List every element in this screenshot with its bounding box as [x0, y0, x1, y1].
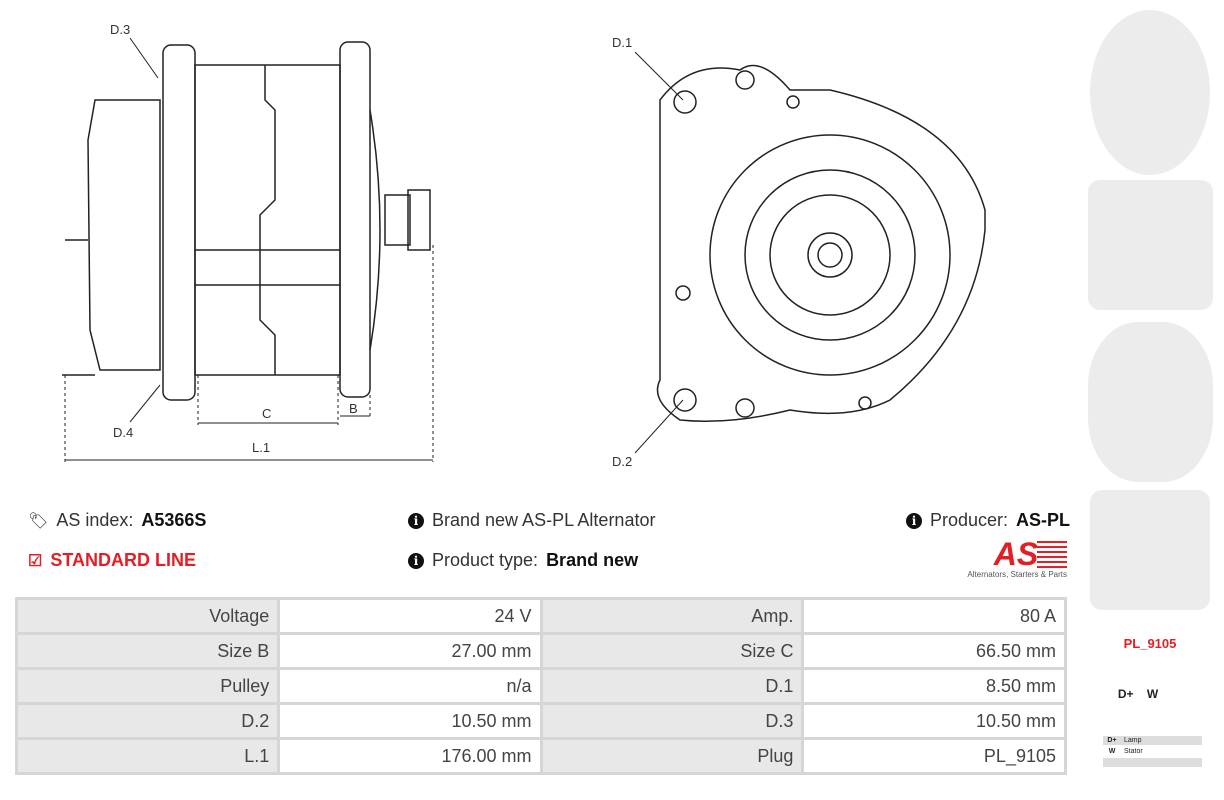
spec-label: Size C [539, 632, 805, 670]
label-c: C [262, 406, 271, 421]
plug-legend-cell: D+ [1107, 737, 1117, 744]
info-icon: i [408, 512, 424, 529]
label-d4: D.4 [113, 425, 133, 440]
product-type-label: Product type: [432, 550, 539, 570]
spec-label: Size B [14, 632, 281, 670]
spec-label: Plug [539, 737, 805, 775]
producer-label: Producer: [930, 510, 1009, 530]
product-photo-side[interactable] [1088, 180, 1213, 310]
logo-mark: AS [965, 538, 1067, 570]
spec-label: L.1 [14, 737, 281, 775]
side-view-drawing [62, 41, 431, 401]
plug-legend-row [1103, 758, 1202, 767]
label-b: B [349, 401, 358, 416]
info-icon: i [906, 512, 922, 529]
info-icon: i [408, 552, 424, 569]
plug-legend-cell: Stator [1124, 748, 1143, 755]
spec-value: 80 A [801, 597, 1067, 635]
spec-label: D.1 [539, 667, 805, 705]
plug-legend-row: W Stator [1103, 747, 1202, 756]
logo-tagline: Alternators, Starters & Parts [967, 570, 1067, 579]
as-pl-logo: AS Alternators, Starters & Parts [965, 538, 1067, 579]
spec-value: 27.00 mm [277, 632, 543, 670]
plug-name: PL_9105 [1123, 636, 1177, 651]
spec-value: 10.50 mm [801, 702, 1067, 740]
spec-label: Amp. [539, 597, 805, 635]
spec-value: 24 V [277, 597, 543, 635]
as-index-label: AS index: [56, 510, 134, 530]
producer: i Producer: AS-PL [906, 510, 1070, 531]
plug-legend-cell [1103, 758, 1121, 767]
plug-legend-cell: W [1108, 748, 1116, 755]
spec-label: D.2 [14, 702, 281, 740]
description: i Brand new AS-PL Alternator [408, 510, 655, 531]
spec-value: 8.50 mm [801, 667, 1067, 705]
plug-legend-cell: Lamp [1124, 737, 1142, 744]
label-d1: D.1 [612, 35, 632, 50]
label-l1: L.1 [252, 440, 270, 455]
spec-value: 10.50 mm [277, 702, 543, 740]
spec-value: PL_9105 [801, 737, 1067, 775]
plug-legend-row: D+ Lamp [1103, 736, 1202, 745]
producer-value: AS-PL [1016, 510, 1071, 530]
plug-legend-row [1103, 769, 1202, 778]
product-line-label: STANDARD LINE [50, 550, 197, 570]
spec-label: Pulley [14, 667, 281, 705]
description-text: Brand new AS-PL Alternator [432, 510, 656, 530]
technical-drawing: D.3 D.4 C B L.1 D.1 D.2 [62, 22, 986, 469]
product-photo-front[interactable] [1090, 10, 1210, 175]
tags-icon: 🏷 [28, 512, 49, 530]
label-d2: D.2 [612, 454, 632, 469]
front-view-drawing [656, 64, 986, 422]
product-type-value: Brand new [546, 550, 639, 570]
label-d3: D.3 [110, 22, 130, 37]
product-photo-rear[interactable] [1088, 322, 1213, 482]
product-type: i Product type: Brand new [408, 550, 638, 571]
product-line: ☑ STANDARD LINE [28, 550, 196, 571]
as-index-value: A5366S [141, 510, 207, 530]
product-photo-side2[interactable] [1090, 490, 1210, 610]
spec-value: 176.00 mm [277, 737, 543, 775]
checkbox-icon: ☑ [28, 552, 43, 570]
spec-label: D.3 [539, 702, 805, 740]
as-index: 🏷 AS index: A5366S [28, 510, 206, 531]
plug-legend-cell [1103, 769, 1121, 778]
spec-label: Voltage [14, 597, 281, 635]
plug-pins: D+ W [1117, 687, 1159, 701]
spec-value: n/a [277, 667, 543, 705]
spec-value: 66.50 mm [801, 632, 1067, 670]
